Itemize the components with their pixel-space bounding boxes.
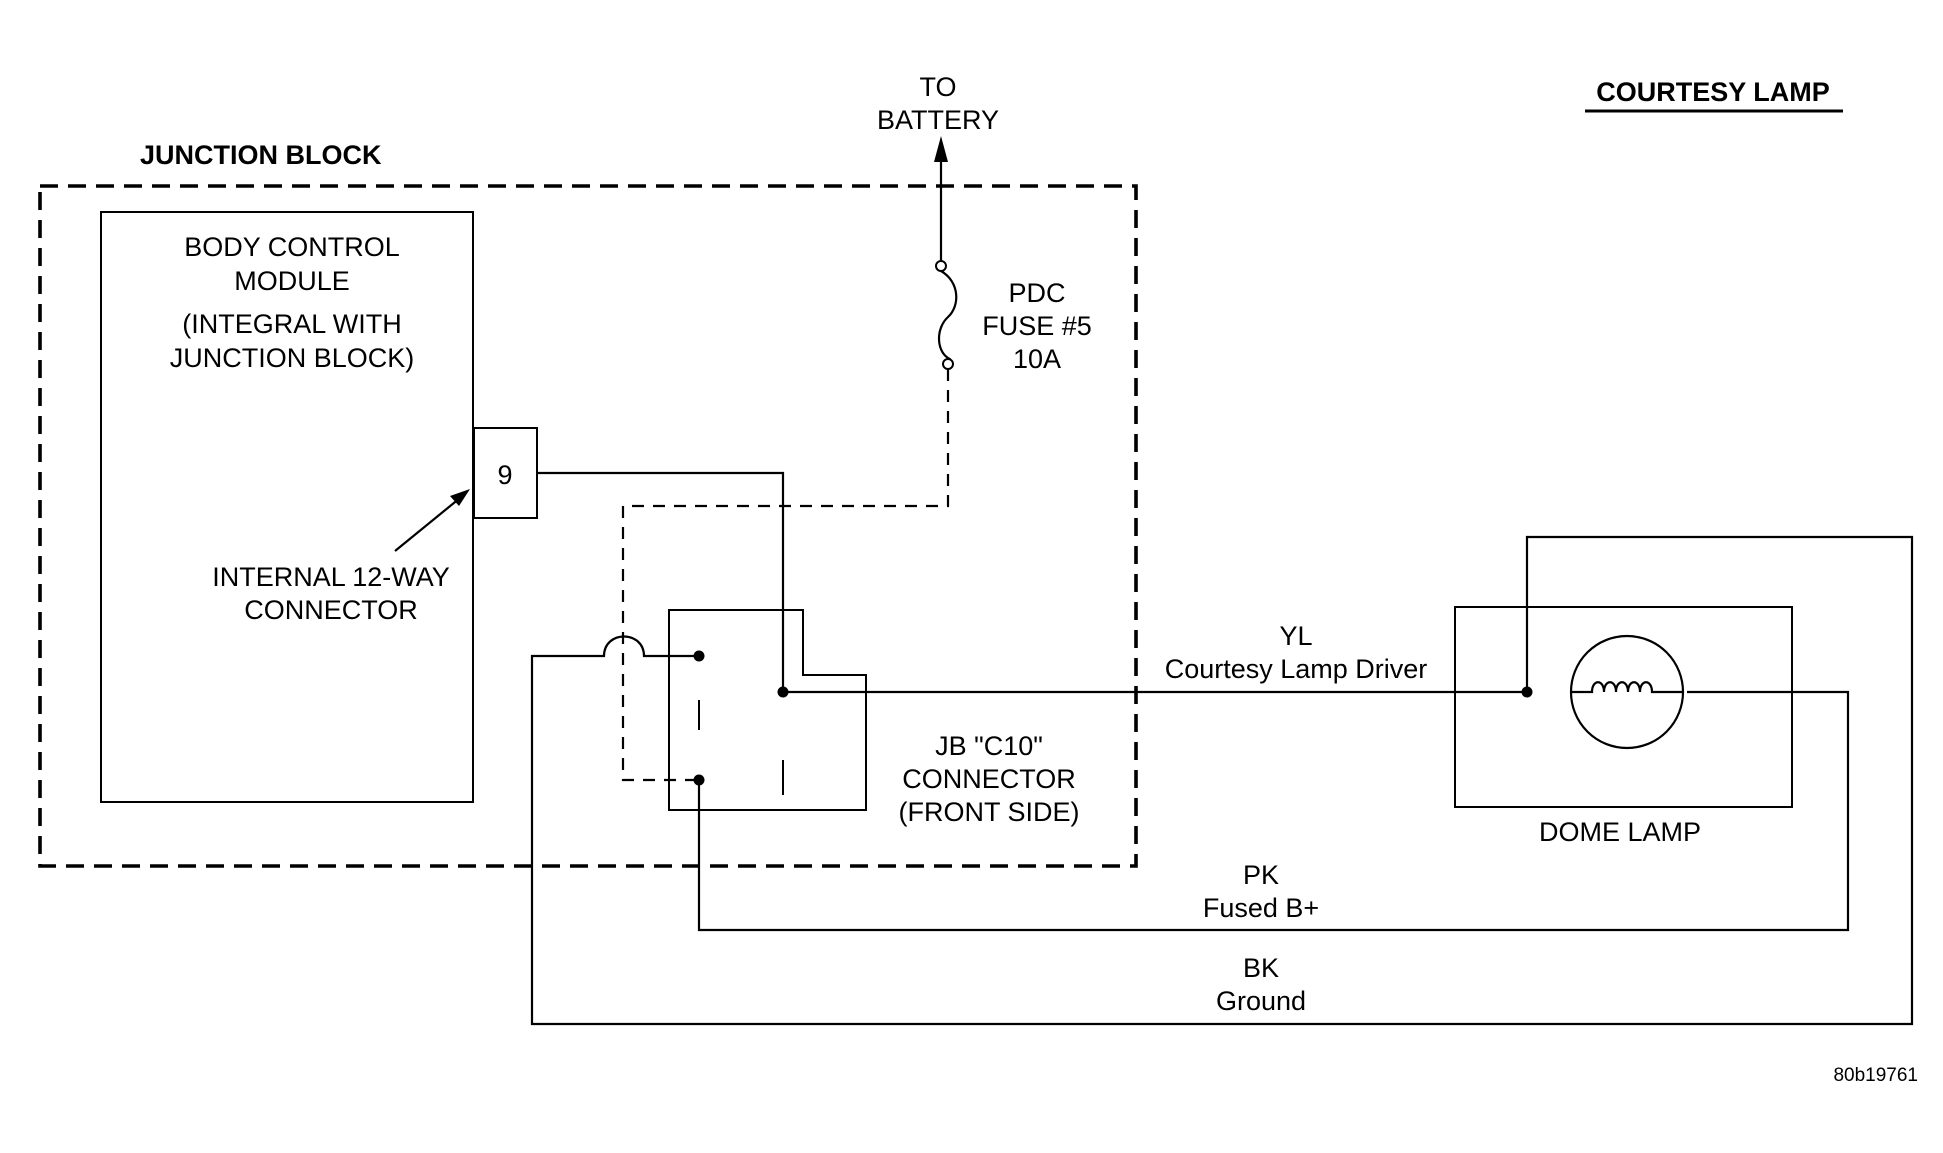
- internal-connector-arrow-head: [450, 489, 470, 506]
- internal-connector-line1: INTERNAL 12-WAY: [212, 562, 450, 592]
- junction-block-label: JUNCTION BLOCK: [140, 140, 382, 170]
- bcm-label-line4: JUNCTION BLOCK): [170, 343, 415, 373]
- junction-block-outline: [38, 184, 1138, 868]
- pk-fused-wire: [697, 690, 1850, 932]
- bk-ground-wire: [530, 535, 1914, 1026]
- fuse-terminal-top: [935, 260, 947, 272]
- bk-color-code: BK: [1243, 953, 1279, 983]
- figure-id: 80b19761: [1833, 1065, 1918, 1086]
- battery-arrow-head: [934, 136, 948, 162]
- pk-color-code: PK: [1243, 860, 1279, 890]
- dome-lamp-label: DOME LAMP: [1539, 817, 1701, 847]
- fuse-label-line2: FUSE #5: [982, 311, 1092, 341]
- bk-function: Ground: [1216, 986, 1306, 1016]
- fuse-terminal-bottom: [942, 358, 954, 370]
- lamp-filament-icon: [1571, 681, 1683, 694]
- fuse-label-line3: 10A: [1013, 344, 1061, 374]
- jb-c10-connector-box: [668, 609, 867, 811]
- bcm-to-connector-wire: [537, 471, 785, 692]
- splice-dot-c10-fused: [693, 774, 705, 786]
- bcm-label-line2: MODULE: [234, 266, 350, 296]
- battery-label-line1: TO: [919, 72, 956, 102]
- diagram-title: COURTESY LAMP: [1596, 77, 1830, 107]
- bcm-label-line3: (INTEGRAL WITH: [182, 309, 402, 339]
- bcm-pin-number: 9: [497, 460, 512, 490]
- yl-function: Courtesy Lamp Driver: [1165, 654, 1428, 684]
- fuse-label-line1: PDC: [1008, 278, 1065, 308]
- yl-color-code: YL: [1279, 621, 1312, 651]
- pk-function: Fused B+: [1203, 893, 1319, 923]
- jb-connector-line2: CONNECTOR: [902, 764, 1076, 794]
- splice-dot-dome-lamp: [1521, 686, 1533, 698]
- splice-dot-c10-driver: [777, 686, 789, 698]
- fuse-icon: [937, 270, 958, 361]
- body-control-module-box: [100, 211, 474, 803]
- internal-connector-line2: CONNECTOR: [244, 595, 418, 625]
- bcm-label-line1: BODY CONTROL: [184, 232, 400, 262]
- dome-lamp-box: [1454, 606, 1793, 808]
- internal-connector-arrow-shaft: [394, 497, 461, 552]
- jb-connector-line3: (FRONT SIDE): [899, 797, 1080, 827]
- splice-dot-c10-ground: [693, 650, 705, 662]
- fused-internal-dashed-wire: [621, 369, 950, 782]
- jb-connector-line1: JB "C10": [935, 731, 1043, 761]
- battery-label-line2: BATTERY: [877, 105, 999, 135]
